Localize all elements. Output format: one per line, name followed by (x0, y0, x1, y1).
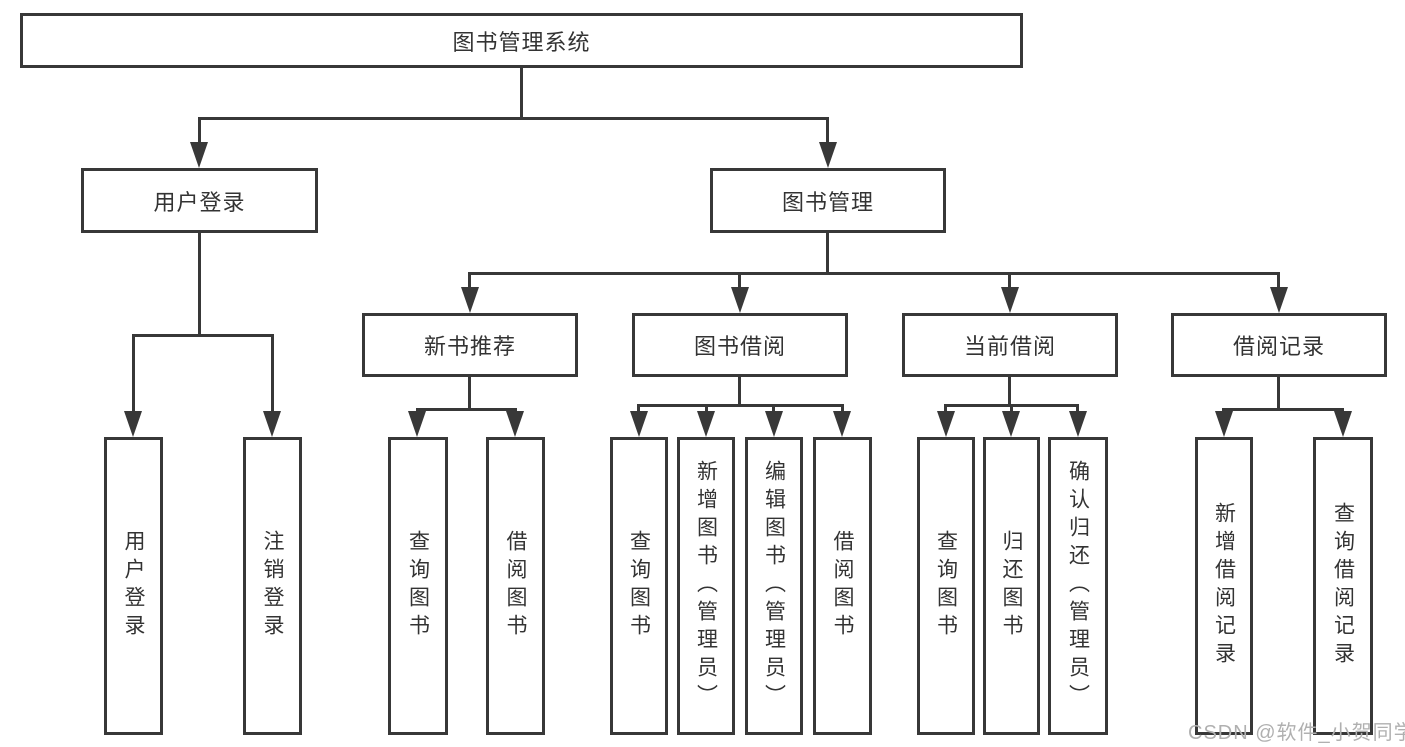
node-label: 图书管理 (781, 189, 874, 215)
connector-line (738, 272, 741, 288)
leaf-query-borrow-record: 查询借阅记录 (1313, 437, 1373, 735)
connector-line (1010, 404, 1013, 412)
arrowhead-down (697, 411, 715, 437)
connector-line (944, 404, 947, 412)
connector-line (772, 404, 775, 412)
node-label: 新增图书（管理员） (694, 460, 718, 712)
arrowhead-down (1002, 411, 1020, 437)
node-label: 查询借阅记录 (1331, 502, 1355, 670)
connector-line (1222, 408, 1344, 411)
connector-line (468, 272, 471, 288)
connector-line (637, 404, 844, 407)
connector-line (198, 233, 201, 337)
csdn-watermark: CSDN @软件_小贺同学 (1188, 722, 1405, 744)
arrowhead-down (461, 287, 479, 313)
node-book-management: 图书管理 (710, 168, 946, 233)
connector-line (826, 117, 829, 143)
leaf-borrow-book: 借阅图书 (813, 437, 872, 735)
node-label: 查询图书 (406, 530, 430, 642)
node-label: 查询图书 (627, 530, 651, 642)
node-label: 新增借阅记录 (1212, 502, 1236, 670)
connector-line (637, 404, 640, 412)
connector-line (271, 334, 274, 412)
node-new-book-recommend: 新书推荐 (362, 313, 578, 377)
arrowhead-down (1001, 287, 1019, 313)
node-library-management-system: 图书管理系统 (20, 13, 1023, 68)
connector-line (841, 404, 844, 412)
arrowhead-down (819, 142, 837, 168)
arrowhead-down (1215, 411, 1233, 437)
connector-line (132, 334, 274, 337)
node-label: 查询图书 (934, 530, 958, 642)
connector-line (1277, 377, 1280, 410)
arrowhead-down (937, 411, 955, 437)
node-label: 借阅图书 (831, 530, 854, 642)
leaf-borrow-books-recommend: 借阅图书 (486, 437, 545, 735)
leaf-add-borrow-record: 新增借阅记录 (1195, 437, 1253, 735)
node-label: 编辑图书（管理员） (762, 460, 786, 712)
arrowhead-down (1334, 411, 1352, 437)
node-label: 当前借阅 (963, 334, 1056, 359)
leaf-return-book: 归还图书 (983, 437, 1040, 735)
arrowhead-down (1069, 411, 1087, 437)
connector-line (520, 68, 523, 120)
leaf-logout-login: 注销登录 (243, 437, 302, 735)
leaf-add-book-admin: 新增图书（管理员） (677, 437, 735, 735)
leaf-query-books-borrowing: 查询图书 (610, 437, 668, 735)
node-book-borrowing: 图书借阅 (632, 313, 848, 377)
connector-line (1008, 377, 1011, 407)
connector-line (705, 404, 708, 412)
arrowhead-down (765, 411, 783, 437)
node-borrowing-records: 借阅记录 (1171, 313, 1387, 377)
connector-line (416, 408, 517, 411)
node-label: 用户登录 (122, 530, 145, 642)
node-label: 图书借阅 (693, 334, 786, 359)
leaf-user-login: 用户登录 (104, 437, 163, 735)
arrowhead-down (731, 287, 749, 313)
connector-line (1008, 272, 1011, 288)
arrowhead-down (506, 411, 524, 437)
node-label: 注销登录 (261, 530, 284, 642)
node-label: 确认归还（管理员） (1066, 460, 1090, 712)
connector-line (198, 117, 829, 120)
node-label: 新书推荐 (423, 334, 516, 359)
node-label: 借阅图书 (504, 530, 527, 642)
leaf-edit-book-admin: 编辑图书（管理员） (745, 437, 803, 735)
leaf-query-books-current: 查询图书 (917, 437, 975, 735)
arrowhead-down (263, 411, 281, 437)
leaf-confirm-return-admin: 确认归还（管理员） (1048, 437, 1108, 735)
arrowhead-down (124, 411, 142, 437)
arrowhead-down (408, 411, 426, 437)
arrowhead-down (1270, 287, 1288, 313)
connector-line (198, 117, 201, 143)
connector-line (132, 334, 135, 412)
arrowhead-down (190, 142, 208, 168)
connector-line (468, 272, 1280, 275)
node-user-login: 用户登录 (81, 168, 318, 233)
arrowhead-down (833, 411, 851, 437)
connector-line (826, 233, 829, 275)
arrowhead-down (630, 411, 648, 437)
connector-line (468, 377, 471, 410)
connector-line (1076, 404, 1079, 412)
leaf-query-books-recommend: 查询图书 (388, 437, 448, 735)
node-label: 归还图书 (1000, 530, 1023, 642)
node-current-borrowing: 当前借阅 (902, 313, 1118, 377)
node-label: 用户登录 (153, 189, 246, 215)
node-label: 图书管理系统 (452, 29, 591, 55)
connector-line (738, 377, 741, 407)
connector-line (1277, 272, 1280, 288)
node-label: 借阅记录 (1232, 334, 1325, 359)
